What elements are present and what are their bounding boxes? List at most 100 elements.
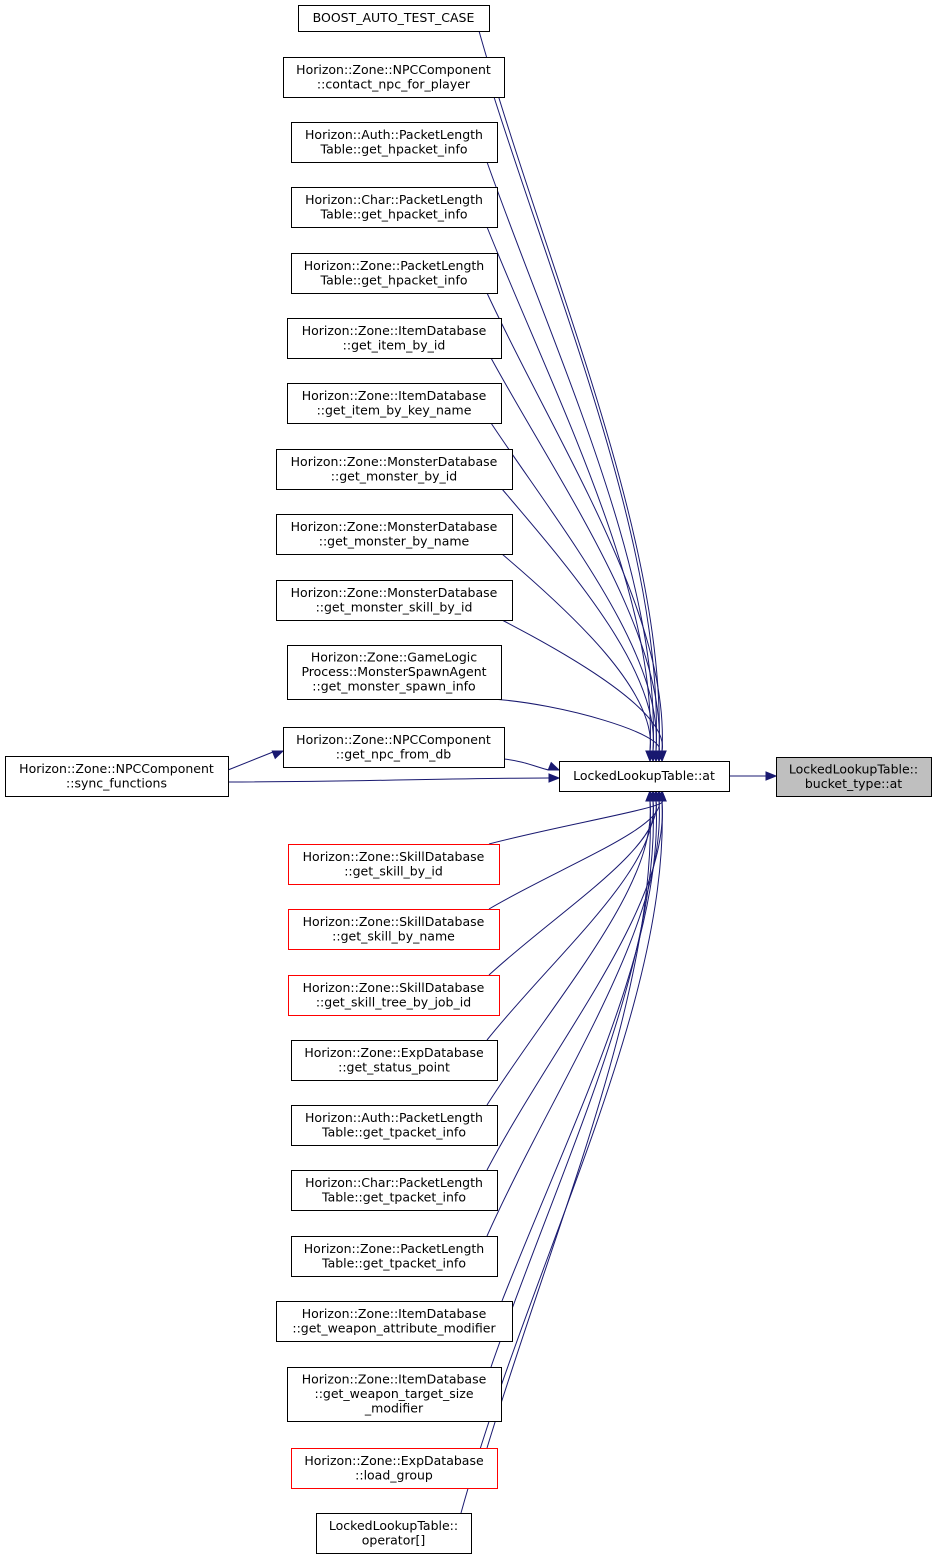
nodes-layer: LockedLookupTable::bucket_type::atLocked… bbox=[5, 5, 932, 1554]
node-box bbox=[288, 909, 500, 950]
node-label: Horizon::Zone::SkillDatabase bbox=[303, 849, 485, 864]
node-label: Horizon::Zone::ItemDatabase bbox=[302, 1306, 487, 1321]
node-boost-test[interactable]: BOOST_AUTO_TEST_CASE bbox=[298, 5, 490, 32]
node-box bbox=[291, 122, 498, 163]
node-label: ::get_monster_skill_by_id bbox=[316, 599, 473, 614]
node-box bbox=[283, 727, 505, 768]
edge-line bbox=[488, 800, 660, 910]
edge-line bbox=[501, 553, 651, 752]
node-label: ::load_group bbox=[355, 1467, 433, 1482]
edge-contact-npc-to-at bbox=[493, 96, 661, 763]
node-label: Horizon::Zone::NPCComponent bbox=[19, 761, 214, 776]
node-skill-by-id[interactable]: Horizon::Zone::SkillDatabase::get_skill_… bbox=[288, 844, 500, 885]
node-box bbox=[776, 757, 932, 797]
node-box bbox=[559, 761, 730, 792]
edge-line bbox=[486, 800, 660, 1237]
arrow-head bbox=[657, 789, 667, 802]
node-auth-hpacket[interactable]: Horizon::Auth::PacketLengthTable::get_hp… bbox=[291, 122, 498, 163]
node-char-hpacket[interactable]: Horizon::Char::PacketLengthTable::get_hp… bbox=[291, 187, 498, 228]
edge-spawn-info-to-at bbox=[490, 698, 664, 763]
node-bucket-type-at[interactable]: LockedLookupTable::bucket_type::at bbox=[776, 757, 932, 797]
edge-line bbox=[490, 698, 660, 752]
node-label: ::get_monster_by_name bbox=[319, 533, 470, 548]
edge-line bbox=[486, 800, 651, 1106]
node-label: Table::get_hpacket_info bbox=[320, 272, 468, 287]
node-item-by-key[interactable]: Horizon::Zone::ItemDatabase::get_item_by… bbox=[287, 383, 502, 424]
node-contact-npc[interactable]: Horizon::Zone::NPCComponent::contact_npc… bbox=[283, 57, 505, 98]
node-char-tpacket[interactable]: Horizon::Char::PacketLengthTable::get_tp… bbox=[291, 1170, 498, 1211]
node-spawn-info[interactable]: Horizon::Zone::GameLogicProcess::Monster… bbox=[287, 645, 502, 700]
node-operator-idx[interactable]: LockedLookupTable::operator[] bbox=[316, 1513, 472, 1554]
node-box bbox=[287, 645, 502, 700]
node-zone-tpacket[interactable]: Horizon::Zone::PacketLengthTable::get_tp… bbox=[291, 1236, 498, 1277]
node-npc-from-db[interactable]: Horizon::Zone::NPCComponent::get_npc_fro… bbox=[283, 727, 505, 768]
node-label: ::get_item_by_key_name bbox=[317, 402, 472, 417]
node-status-point[interactable]: Horizon::Zone::ExpDatabase::get_status_p… bbox=[291, 1040, 498, 1081]
node-monster-by-id[interactable]: Horizon::Zone::MonsterDatabase::get_mons… bbox=[276, 449, 513, 490]
edge-char-tpacket-to-at bbox=[486, 789, 667, 1171]
node-label: Horizon::Zone::SkillDatabase bbox=[303, 914, 485, 929]
node-auth-tpacket[interactable]: Horizon::Auth::PacketLengthTable::get_tp… bbox=[291, 1105, 498, 1146]
node-box bbox=[288, 975, 500, 1016]
edge-item-by-id-to-at bbox=[490, 357, 664, 763]
node-label: Horizon::Zone::PacketLength bbox=[304, 258, 484, 273]
node-monster-by-name[interactable]: Horizon::Zone::MonsterDatabase::get_mons… bbox=[276, 514, 513, 555]
node-sync-functions[interactable]: Horizon::Zone::NPCComponent::sync_functi… bbox=[5, 756, 229, 797]
edge-line bbox=[501, 619, 663, 752]
node-weapon-attr[interactable]: Horizon::Zone::ItemDatabase::get_weapon_… bbox=[276, 1301, 513, 1342]
arrow-head bbox=[765, 771, 778, 781]
node-label: ::get_skill_by_id bbox=[344, 863, 443, 878]
node-label: Horizon::Zone::ExpDatabase bbox=[304, 1045, 484, 1060]
node-skill-tree[interactable]: Horizon::Zone::SkillDatabase::get_skill_… bbox=[288, 975, 500, 1016]
node-label: ::get_item_by_id bbox=[343, 337, 446, 352]
node-item-by-id[interactable]: Horizon::Zone::ItemDatabase::get_item_by… bbox=[287, 318, 502, 359]
node-box bbox=[287, 318, 502, 359]
node-label: operator[] bbox=[362, 1532, 426, 1547]
node-label: Horizon::Zone::MonsterDatabase bbox=[291, 454, 498, 469]
node-label: ::get_weapon_attribute_modifier bbox=[292, 1320, 496, 1335]
edge-line bbox=[501, 488, 654, 752]
node-label: Table::get_tpacket_info bbox=[321, 1124, 466, 1139]
arrow-head bbox=[547, 761, 561, 771]
arrow-head bbox=[645, 750, 655, 763]
node-label: ::get_monster_by_id bbox=[331, 468, 457, 483]
node-monster-skill[interactable]: Horizon::Zone::MonsterDatabase::get_mons… bbox=[276, 580, 513, 621]
node-box bbox=[276, 580, 513, 621]
node-at[interactable]: LockedLookupTable::at bbox=[559, 761, 730, 792]
edge-line bbox=[488, 800, 663, 845]
edge-line bbox=[501, 800, 657, 1302]
node-label: BOOST_AUTO_TEST_CASE bbox=[313, 10, 475, 25]
arrow-head bbox=[645, 789, 655, 802]
edge-skill-tree-to-at bbox=[488, 789, 661, 976]
node-label: Table::get_tpacket_info bbox=[321, 1189, 466, 1204]
edge-weapon-size-to-at bbox=[490, 789, 658, 1368]
edge-at-to-bucket-type-at bbox=[729, 771, 778, 781]
node-load-group[interactable]: Horizon::Zone::ExpDatabase::load_group bbox=[291, 1448, 498, 1489]
node-label: Horizon::Zone::SkillDatabase bbox=[303, 980, 485, 995]
node-label: _modifier bbox=[364, 1401, 424, 1416]
edge-monster-skill-to-at bbox=[501, 619, 667, 763]
edge-skill-by-name-to-at bbox=[488, 789, 664, 910]
node-zone-hpacket[interactable]: Horizon::Zone::PacketLengthTable::get_hp… bbox=[291, 253, 498, 294]
node-label: Horizon::Zone::ItemDatabase bbox=[302, 1372, 487, 1387]
node-label: ::get_skill_by_name bbox=[332, 928, 455, 943]
node-label: ::get_status_point bbox=[338, 1059, 450, 1074]
node-label: ::contact_npc_for_player bbox=[317, 76, 471, 91]
arrow-head bbox=[654, 750, 664, 763]
node-box bbox=[291, 1170, 498, 1211]
edge-line bbox=[503, 758, 550, 771]
edge-line bbox=[486, 292, 663, 752]
node-label: LockedLookupTable:: bbox=[329, 1518, 458, 1533]
node-weapon-size[interactable]: Horizon::Zone::ItemDatabase::get_weapon_… bbox=[287, 1367, 502, 1422]
edge-line bbox=[486, 800, 654, 1041]
node-box bbox=[276, 1301, 513, 1342]
node-label: Horizon::Zone::NPCComponent bbox=[296, 62, 491, 77]
node-skill-by-name[interactable]: Horizon::Zone::SkillDatabase::get_skill_… bbox=[288, 909, 500, 950]
node-box bbox=[291, 1236, 498, 1277]
edge-sync-functions-to-npc-from-db bbox=[227, 750, 285, 771]
node-label: Horizon::Zone::MonsterDatabase bbox=[291, 585, 498, 600]
node-box bbox=[316, 1513, 472, 1554]
node-label: Table::get_hpacket_info bbox=[320, 141, 468, 156]
edge-line bbox=[478, 30, 660, 752]
